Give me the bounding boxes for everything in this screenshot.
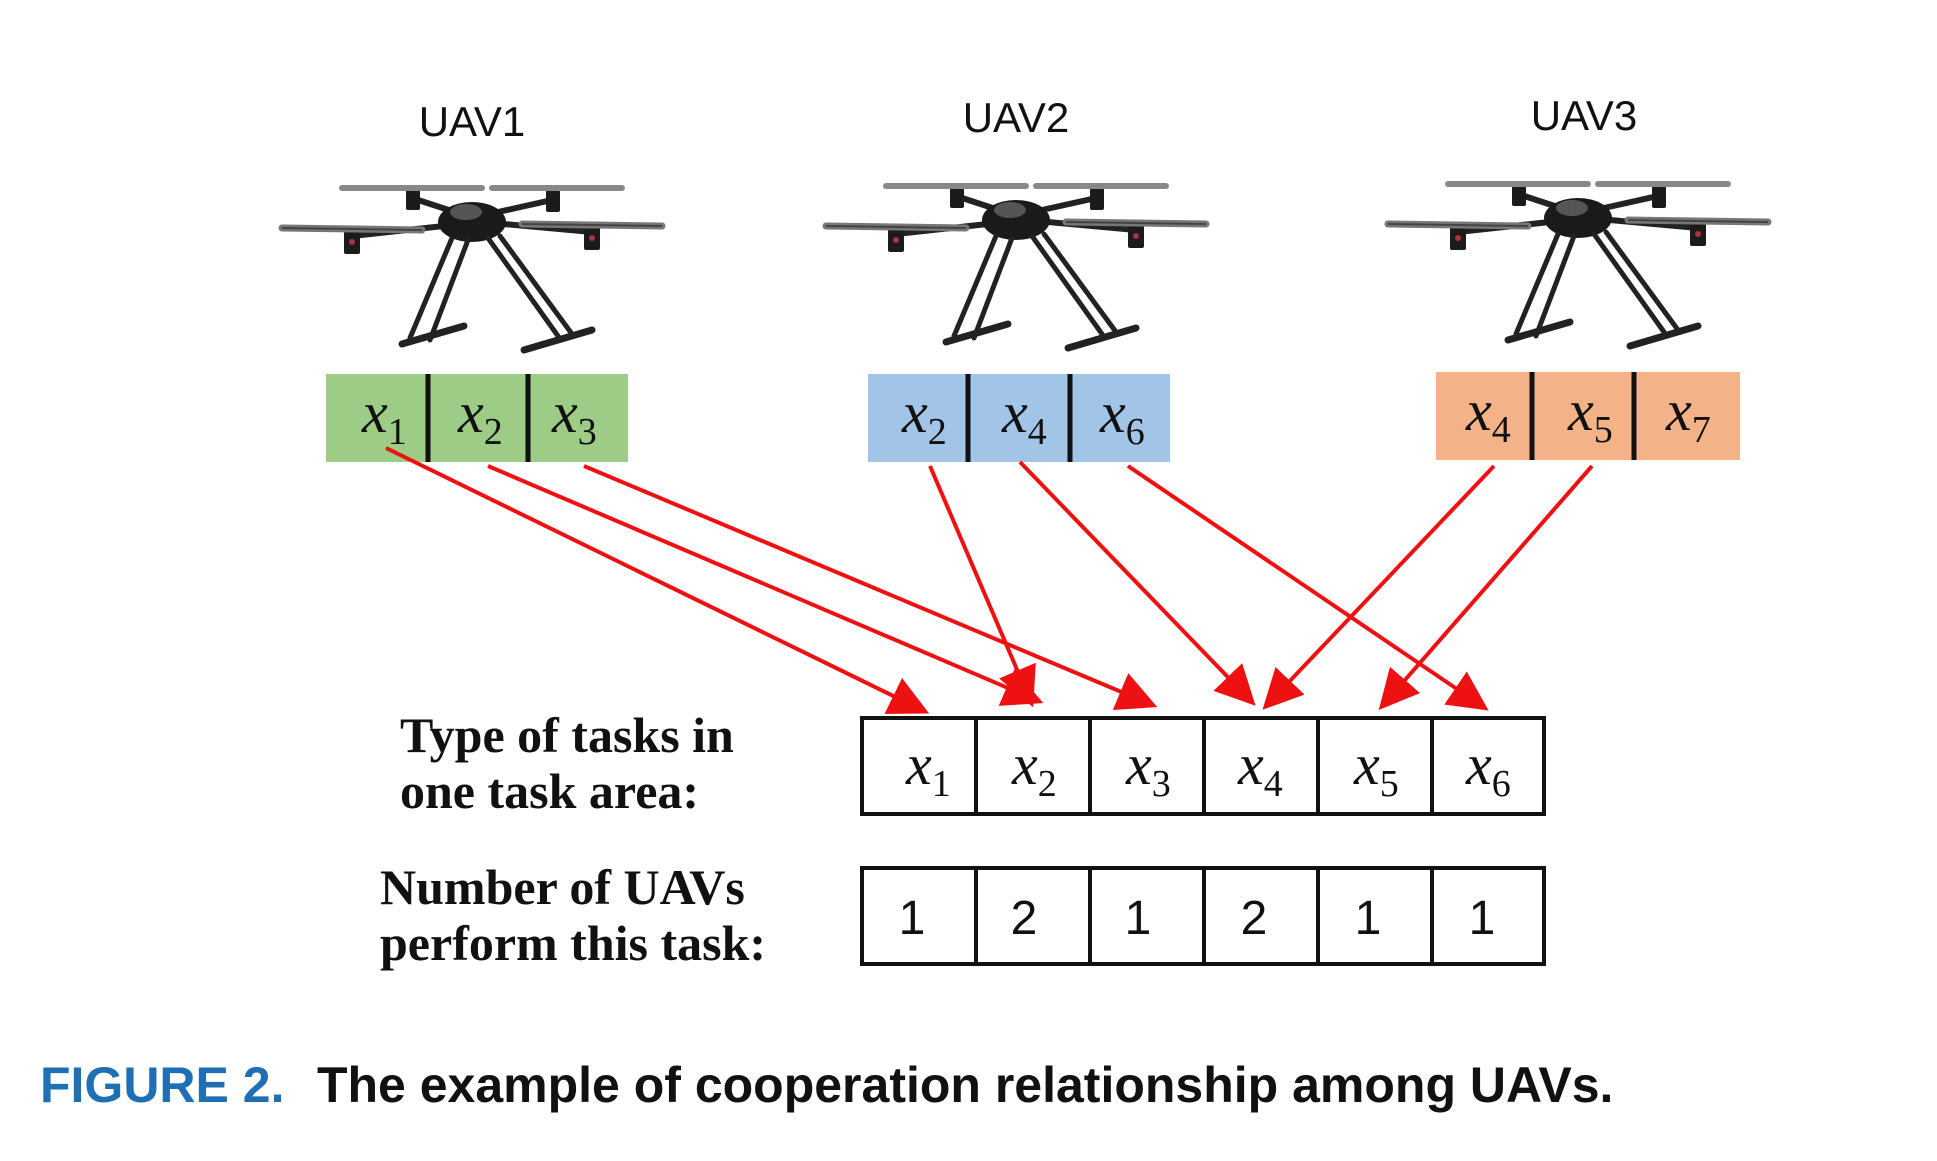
caption-text: The example of cooperation relationship …	[317, 1057, 1614, 1113]
uav3-task-x4: x4	[1465, 378, 1511, 451]
uav-count-table: 1 2 1 2 1 1	[860, 866, 1546, 966]
uav3-drone-icon	[1388, 184, 1768, 346]
arrow-uav1-x3	[583, 464, 1158, 711]
uav-count-label: Number of UAVs perform this task:	[380, 859, 766, 971]
arrow-uav2-x4	[1018, 460, 1256, 706]
uav-count-value: 1	[899, 892, 926, 945]
uav-count-value: 1	[1469, 892, 1496, 945]
uav1-task-vector-bg	[326, 374, 628, 462]
uav1-task-x2: x2	[457, 380, 503, 453]
uav2-task-vector: x2 x4 x6	[868, 374, 1170, 462]
uav1-task-x1: x1	[361, 380, 407, 453]
uav1-task-vector: x1 x2 x3	[326, 374, 628, 462]
assignment-arrows	[385, 446, 1594, 714]
task-area-table: x1 x2 x3 x4 x5 x6	[860, 716, 1546, 816]
uav2-task-vector-bg	[868, 374, 1170, 462]
uav3-task-vector-bg	[1436, 372, 1740, 460]
arrow-uav2-x2	[928, 465, 1036, 708]
task-area-x1: x1	[905, 732, 951, 805]
uav2-task-x6: x6	[1099, 380, 1145, 453]
arrow-uav3-x4	[1262, 464, 1496, 710]
uav1-drone-icon	[282, 188, 662, 350]
task-area-x6: x6	[1465, 732, 1511, 805]
task-area-x3: x3	[1125, 732, 1171, 805]
uav-count-value: 2	[1011, 892, 1038, 945]
figure-label: FIGURE 2.	[40, 1057, 284, 1113]
uav1-task-x3: x3	[551, 380, 597, 453]
uav-count-value: 1	[1355, 892, 1382, 945]
uav3-task-x7: x7	[1665, 378, 1711, 451]
uav3-task-vector: x4 x5 x7	[1436, 372, 1740, 460]
uav1-label: UAV1	[419, 98, 526, 145]
arrow-uav1-x1	[385, 446, 930, 714]
arrow-uav2-x6	[1126, 464, 1489, 711]
uav2-task-x2: x2	[901, 380, 947, 453]
uav-count-value: 1	[1125, 892, 1152, 945]
uav-count-value: 2	[1241, 892, 1268, 945]
task-area-label: Type of tasks in one task area:	[400, 707, 746, 819]
uav2-label: UAV2	[963, 94, 1070, 141]
task-area-x4: x4	[1237, 732, 1283, 805]
arrow-uav1-x2	[487, 464, 1044, 706]
arrow-uav3-x5	[1378, 464, 1594, 711]
uav2-task-x4: x4	[1001, 380, 1047, 453]
task-area-x5: x5	[1353, 732, 1399, 805]
uav3-label: UAV3	[1531, 92, 1638, 139]
uav3-task-x5: x5	[1567, 378, 1613, 451]
uav2-drone-icon	[826, 186, 1206, 348]
task-area-x2: x2	[1011, 732, 1057, 805]
figure-caption: FIGURE 2. The example of cooperation rel…	[40, 1057, 1613, 1113]
